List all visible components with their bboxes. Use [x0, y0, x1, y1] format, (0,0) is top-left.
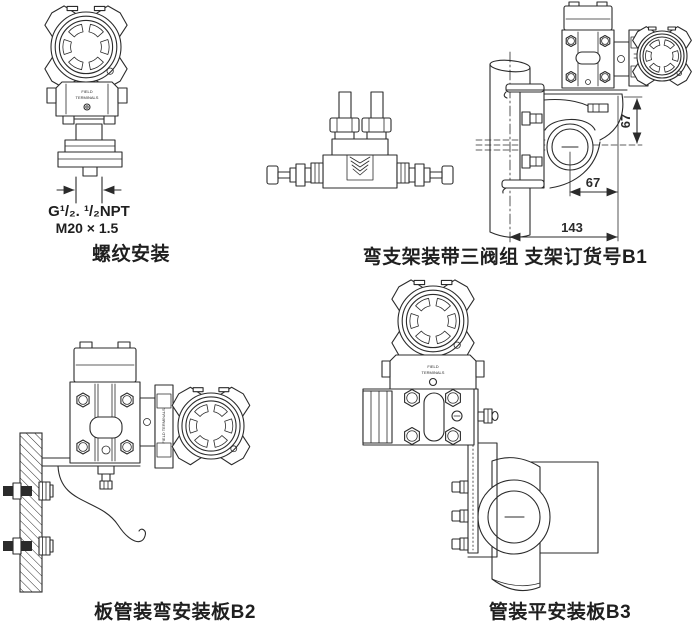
drain-vent-fitting [98, 466, 114, 489]
plate-bolt-right [478, 409, 498, 423]
three-valve-manifold-drawing [267, 92, 453, 188]
thread-spec-line1: G¹/₂. ¹/₂NPT [48, 203, 130, 220]
threaded-mount-drawing: FIELD TERMINALS [45, 6, 127, 203]
transmitter-cover-icon [633, 27, 692, 86]
transmitter-body: FIELD TERMINALS [47, 82, 127, 116]
thread-spec-line2: M20 × 1.5 [55, 220, 119, 236]
manifold-top-plate [332, 139, 388, 155]
manifold-left-valve [267, 163, 323, 186]
plate-b2-drawing: FIELD TERMINALS [3, 342, 250, 593]
transmitter-front-view: FIELD TERMINALS [363, 280, 484, 445]
bent-mounting-bracket [42, 458, 145, 542]
thread-dimension [57, 177, 121, 203]
svg-text:TERMINALS: TERMINALS [76, 95, 99, 100]
bent-bracket [502, 84, 627, 193]
manifold-center-detail [347, 155, 373, 180]
u-bolt-clamp [478, 480, 550, 554]
field-terminals-label: FIELD TERMINALS [161, 408, 166, 444]
field-terminals-label: FIELD [427, 364, 438, 369]
bracket-bolt [588, 104, 608, 112]
process-connection [58, 116, 122, 176]
manifold-top-valves [330, 92, 391, 139]
b1-dimensions: 67 67 143 [510, 96, 642, 242]
mounting-panel [19, 432, 43, 593]
manifold-block [323, 155, 397, 188]
field-terminals-label: FIELD [81, 89, 92, 94]
transmitter-side-view: FIELD TERMINALS [70, 342, 250, 489]
caption-threaded-mount: 螺纹安装 [91, 244, 170, 265]
svg-text:TERMINALS: TERMINALS [422, 370, 445, 375]
dim-67-horizontal: 67 [586, 175, 600, 190]
dim-67-vertical: 67 [618, 114, 633, 128]
manifold-right-valve [397, 163, 453, 186]
transmitter-side-view [562, 2, 691, 88]
plate-bolt-1 [452, 481, 468, 493]
plate-bolt-2 [452, 510, 468, 522]
flat-mounting-plate [452, 389, 498, 557]
transmitter-cover-icon [45, 6, 127, 88]
coplanar-flange [363, 389, 474, 445]
caption-bracket-b1: 弯支架装带三阀组 支架订货号B1 [362, 247, 648, 268]
panel-bolt-lower [3, 537, 53, 555]
panel-bolt-upper [3, 482, 53, 500]
pipe-b3-drawing: FIELD TERMINALS [363, 280, 598, 591]
plate-bolt-3 [452, 538, 468, 550]
transmitter-cover-icon [392, 280, 474, 362]
dim-143: 143 [561, 220, 583, 235]
transmitter-cover-icon [172, 387, 249, 464]
caption-plate-b2: 板管装弯安装板B2 [94, 602, 256, 623]
bracket-b1-drawing: 67 67 143 [476, 2, 691, 245]
caption-pipe-b3: 管装平安装板B3 [488, 602, 632, 623]
